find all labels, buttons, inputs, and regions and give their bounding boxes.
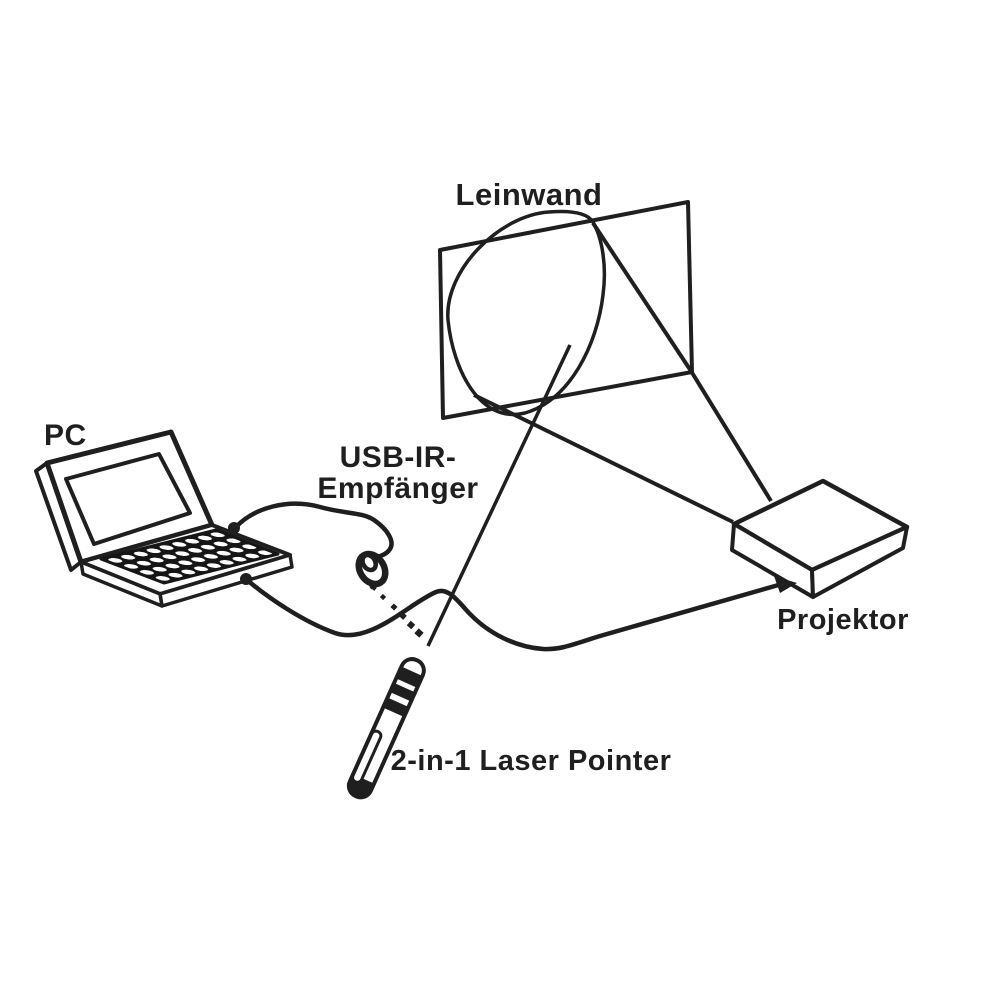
projection-cone-lower-line xyxy=(473,393,734,524)
pointer-stripe xyxy=(390,683,415,702)
projector-right-face xyxy=(810,525,909,599)
cable-laptop-to-projector xyxy=(244,577,783,652)
usb-ir-receiver-label-line1: USB-IR- xyxy=(339,441,457,474)
projector-drawing xyxy=(730,478,910,599)
ir-signal-dotted-line xyxy=(371,585,424,638)
pointer-band xyxy=(396,666,423,688)
pc-label: PC xyxy=(44,419,87,452)
laptop-base-left-edge xyxy=(79,560,164,608)
projection-cone-upper-line xyxy=(591,221,773,503)
usb-ir-receiver-label-line2: Empfänger xyxy=(317,472,479,505)
laser-pointer-label: 2-in-1 Laser Pointer xyxy=(390,745,672,777)
pointer-body-outline xyxy=(346,657,426,800)
laptop-keyboard xyxy=(99,528,280,585)
laptop-screen xyxy=(64,452,192,546)
laser-beam-line xyxy=(426,344,572,647)
laptop-cable-port-side xyxy=(228,522,240,534)
screen-leinwand-drawing xyxy=(438,200,694,420)
usb-ir-receiver-drawing xyxy=(355,550,389,590)
projector-cable-port xyxy=(774,576,797,593)
usb-ir-receiver-label: USB-IR- Empfänger xyxy=(317,442,478,504)
laptop-drawing xyxy=(34,429,294,608)
projector-label: Projektor xyxy=(777,604,909,636)
laser-pointer-drawing xyxy=(346,657,426,800)
pointer-clip xyxy=(351,729,383,784)
cable-laptop-to-receiver xyxy=(234,501,394,560)
screen-label: Leinwand xyxy=(455,177,603,212)
laptop-cable-port-front xyxy=(240,573,252,585)
pointer-stripe xyxy=(383,697,409,717)
